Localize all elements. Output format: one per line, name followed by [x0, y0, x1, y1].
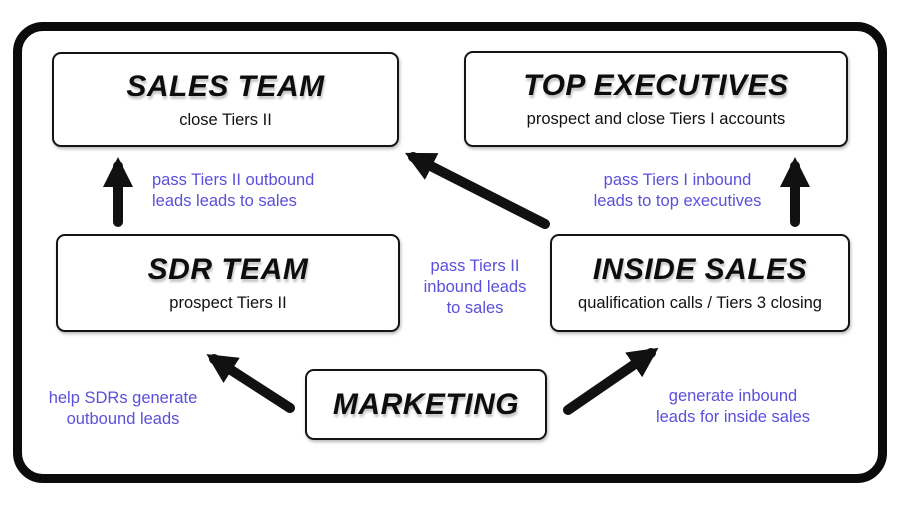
- label-line: pass Tiers I inbound: [603, 171, 752, 189]
- label-line: leads to top executives: [593, 192, 762, 210]
- label-line: generate inbound: [668, 387, 798, 405]
- box-sdr-team: SDR TEAM prospect Tiers II: [56, 234, 400, 332]
- label-line: pass Tiers II: [430, 257, 520, 275]
- box-title: TOP EXECUTIVES: [523, 69, 789, 102]
- box-title: INSIDE SALES: [592, 253, 808, 286]
- box-top-executives: TOP EXECUTIVES prospect and close Tiers …: [464, 51, 848, 147]
- box-subtitle: prospect Tiers II: [169, 294, 287, 312]
- label-inside-to-sales: pass Tiers II inbound leads to sales: [404, 256, 546, 319]
- box-sales-team: SALES TEAM close Tiers II: [52, 52, 399, 147]
- box-subtitle: qualification calls / Tiers 3 closing: [578, 294, 822, 312]
- box-title: MARKETING: [332, 387, 520, 421]
- box-title: SALES TEAM: [126, 69, 325, 103]
- box-marketing: MARKETING: [305, 369, 547, 440]
- label-line: help SDRs generate: [48, 389, 198, 407]
- label-line: leads leads to sales: [152, 192, 297, 210]
- label-marketing-to-inside: generate inbound leads for inside sales: [622, 386, 844, 428]
- label-line: outbound leads: [66, 410, 180, 428]
- label-line: pass Tiers II outbound: [152, 171, 315, 189]
- label-line: leads for inside sales: [655, 408, 811, 426]
- box-inside-sales: INSIDE SALES qualification calls / Tiers…: [550, 234, 850, 332]
- label-marketing-to-sdr: help SDRs generate outbound leads: [30, 388, 216, 430]
- label-line: inbound leads: [423, 278, 527, 296]
- label-line: to sales: [446, 299, 504, 317]
- box-subtitle: prospect and close Tiers I accounts: [526, 110, 786, 128]
- diagram-frame: [13, 22, 887, 483]
- label-sdr-to-sales: pass Tiers II outbound leads leads to sa…: [152, 170, 362, 212]
- label-inside-to-execs: pass Tiers I inbound leads to top execut…: [575, 170, 780, 212]
- box-subtitle: close Tiers II: [179, 110, 272, 129]
- box-title: SDR TEAM: [147, 253, 309, 286]
